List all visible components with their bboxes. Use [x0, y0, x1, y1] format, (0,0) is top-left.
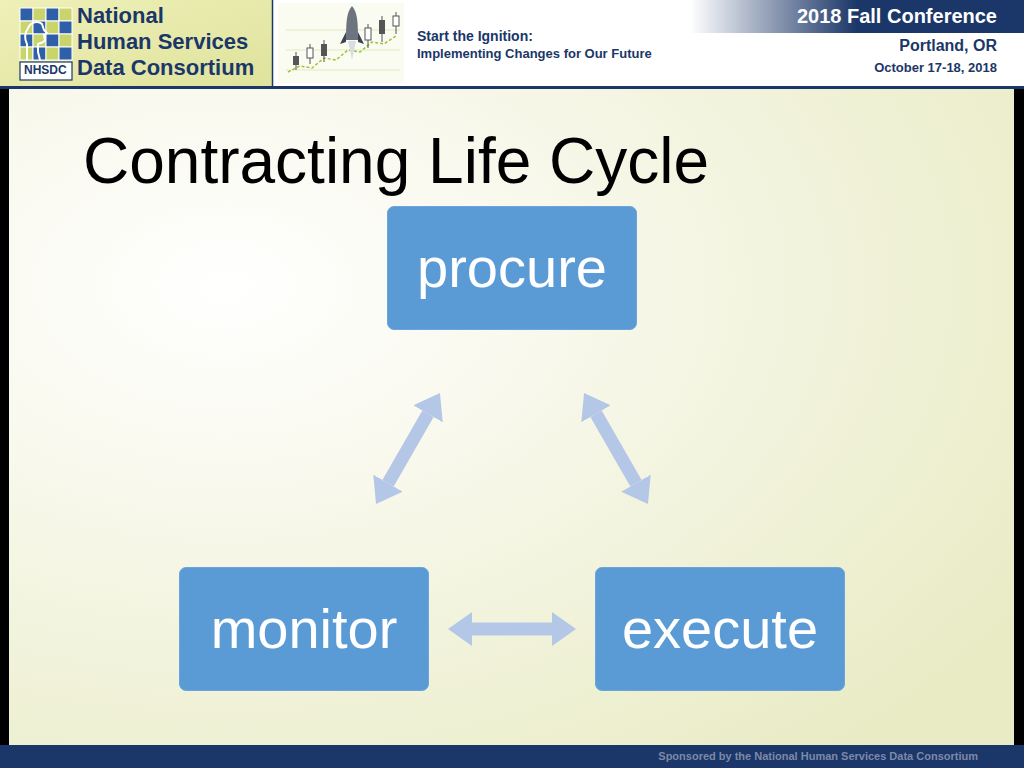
logo-cell	[59, 34, 72, 47]
conference-place: Portland, OR	[899, 37, 997, 55]
header-rule	[0, 86, 1024, 89]
box-label: procure	[417, 237, 607, 299]
process-box: execute	[595, 567, 845, 691]
logo-cell	[46, 34, 59, 47]
double-arrow	[596, 414, 636, 483]
footer-note: Sponsored by the National Human Services…	[658, 750, 978, 762]
conference-illustration	[278, 3, 404, 83]
candlestick	[307, 48, 313, 58]
conference-name: 2018 Fall Conference	[797, 5, 997, 27]
process-box: procure	[387, 206, 637, 330]
double-arrow	[472, 623, 552, 636]
logo-cell	[33, 8, 46, 21]
logo-tag	[20, 62, 72, 80]
candlestick	[379, 20, 385, 34]
conference-date: October 17-18, 2018	[874, 61, 997, 75]
frame-edge	[1014, 89, 1024, 745]
chart-panel	[278, 3, 404, 83]
logo-cell	[46, 8, 59, 21]
logo-cell	[59, 47, 72, 60]
candlestick	[321, 44, 327, 56]
logo-face-profile	[25, 22, 47, 60]
slide-title: Contracting Life Cycle	[83, 129, 709, 193]
candlestick	[393, 16, 399, 26]
logo-cell	[20, 8, 33, 21]
logo-name: National	[77, 4, 164, 28]
logo-cell	[46, 47, 59, 60]
rocket-body	[346, 6, 358, 40]
logo-acronym: NHSDC	[24, 64, 67, 77]
conference-theme: Start the Ignition:	[417, 29, 533, 44]
candlestick	[365, 28, 371, 40]
logo-name: Data Consortium	[77, 56, 254, 80]
footer-bar	[0, 745, 1024, 768]
box-label: monitor	[211, 598, 398, 660]
frame-edge	[0, 89, 9, 745]
double-arrow	[388, 414, 428, 483]
box-label: execute	[622, 598, 818, 660]
rocket-exhaust	[348, 41, 356, 60]
logo-name: Human Services	[77, 30, 248, 54]
header-background	[0, 0, 1024, 87]
logo-cell	[46, 21, 59, 34]
logo-grid	[20, 8, 72, 80]
process-box: monitor	[179, 567, 429, 691]
chart-gridline	[286, 50, 400, 51]
logo-cell	[59, 21, 72, 34]
conference-theme: Implementing Changes for Our Future	[417, 47, 652, 61]
logo-cell	[59, 8, 72, 21]
body-background	[0, 89, 1024, 745]
chart-gridline	[286, 70, 400, 71]
logo-divider	[272, 0, 274, 86]
logo-panel	[0, 0, 272, 86]
candlestick	[293, 56, 299, 65]
conference-band	[690, 0, 1024, 33]
